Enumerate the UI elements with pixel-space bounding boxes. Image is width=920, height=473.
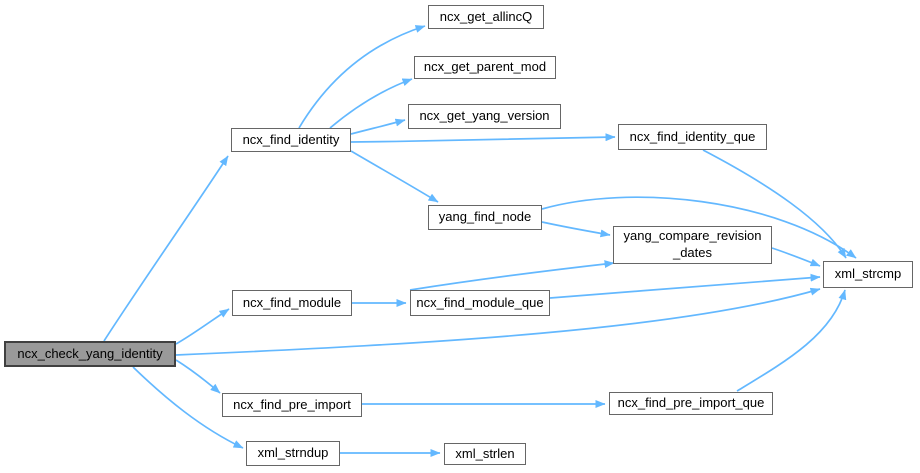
- node-label: xml_strndup: [257, 445, 329, 461]
- node-ncx_check_yang_identity[interactable]: ncx_check_yang_identity: [4, 341, 176, 367]
- node-xml_strcmp[interactable]: xml_strcmp: [823, 261, 913, 288]
- node-label: ncx_find_pre_import_que: [617, 395, 765, 411]
- node-xml_strlen[interactable]: xml_strlen: [444, 443, 526, 465]
- node-ncx_find_module_que[interactable]: ncx_find_module_que: [410, 290, 550, 316]
- node-label: ncx_get_parent_mod: [423, 59, 547, 75]
- node-ncx_get_yang_version[interactable]: ncx_get_yang_version: [408, 104, 561, 129]
- node-label: xml_strlen: [455, 445, 515, 461]
- edge-ncx_check_yang_identity-to-ncx_find_pre_import: [175, 359, 221, 394]
- edge-ncx_find_identity-to-ncx_get_parent_mod: [329, 78, 413, 129]
- edge-ncx_check_yang_identity-to-ncx_find_identity: [103, 155, 229, 342]
- node-yang_compare_revision_dates[interactable]: yang_compare_revision _dates: [613, 226, 772, 264]
- node-ncx_find_pre_import[interactable]: ncx_find_pre_import: [222, 393, 362, 417]
- edge-ncx_find_module_que-to-xml_strcmp: [549, 273, 821, 299]
- edge-ncx_find_module_que-to-yang_compare_revision_dates: [409, 260, 615, 291]
- edge-ncx_find_identity-to-ncx_get_allincQ: [298, 25, 426, 129]
- node-ncx_find_module[interactable]: ncx_find_module: [232, 290, 352, 316]
- node-label: ncx_get_yang_version: [419, 108, 550, 124]
- edge-ncx_check_yang_identity-to-ncx_find_module: [175, 308, 230, 345]
- node-label: ncx_find_pre_import: [233, 396, 351, 412]
- edge-yang_find_node-to-xml_strcmp: [541, 196, 857, 259]
- node-label: ncx_find_module: [242, 294, 342, 310]
- node-ncx_get_allincQ[interactable]: ncx_get_allincQ: [428, 5, 544, 29]
- edge-yang_compare_revision_dates-to-xml_strcmp: [771, 247, 821, 267]
- edge-ncx_check_yang_identity-to-xml_strcmp: [175, 287, 821, 356]
- node-label: xml_strcmp: [834, 266, 902, 282]
- node-label: yang_compare_revision _dates: [623, 228, 762, 260]
- node-label: ncx_get_allincQ: [439, 8, 533, 24]
- edge-ncx_check_yang_identity-to-xml_strndup: [132, 366, 244, 449]
- node-label: ncx_find_identity_que: [629, 128, 756, 144]
- node-yang_find_node[interactable]: yang_find_node: [428, 205, 542, 230]
- node-label: ncx_check_yang_identity: [17, 345, 163, 361]
- edge-ncx_find_identity-to-yang_find_node: [350, 150, 439, 203]
- edge-ncx_find_identity-to-ncx_find_identity_que: [350, 133, 616, 143]
- node-label: yang_find_node: [438, 209, 532, 225]
- node-ncx_find_identity[interactable]: ncx_find_identity: [231, 128, 351, 152]
- edge-ncx_find_identity-to-ncx_get_yang_version: [350, 118, 406, 135]
- node-ncx_find_identity_que[interactable]: ncx_find_identity_que: [618, 124, 767, 150]
- node-label: ncx_find_module_que: [416, 294, 544, 310]
- node-label: ncx_find_identity: [242, 131, 340, 147]
- node-ncx_get_parent_mod[interactable]: ncx_get_parent_mod: [414, 56, 556, 79]
- edge-ncx_find_pre_import_que-to-xml_strcmp: [736, 289, 847, 392]
- node-xml_strndup[interactable]: xml_strndup: [246, 441, 340, 466]
- edge-yang_find_node-to-yang_compare_revision_dates: [541, 221, 611, 238]
- node-ncx_find_pre_import_que[interactable]: ncx_find_pre_import_que: [609, 392, 773, 415]
